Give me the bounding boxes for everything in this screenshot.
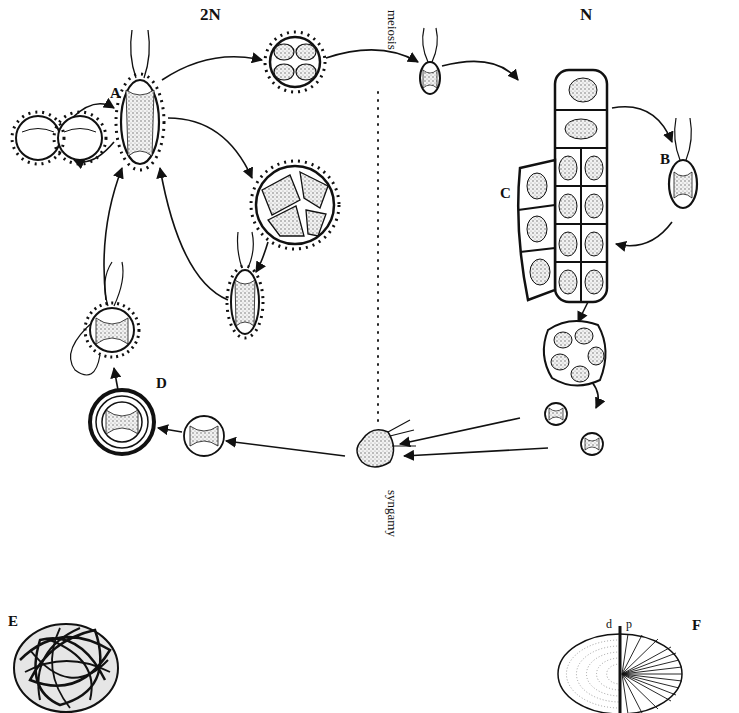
gametangium <box>544 321 606 386</box>
meiospore <box>420 28 440 94</box>
callout-letter: D <box>156 376 167 391</box>
sporangium <box>265 32 325 92</box>
cell-cluster <box>251 161 339 249</box>
fusing-gametes <box>357 420 416 467</box>
process-label: syngamy <box>386 490 399 537</box>
germinating-zygote <box>71 262 140 375</box>
zygospore <box>90 390 154 454</box>
gametes <box>545 403 603 455</box>
process-label: meiosis <box>386 10 399 50</box>
haploid-colony <box>518 70 607 302</box>
layer-label: p <box>626 618 632 630</box>
zygote-wall-detail <box>14 624 118 712</box>
diploid-flagellate <box>116 30 164 170</box>
callout-letter: F <box>692 618 701 633</box>
callout-letter: A <box>110 86 121 101</box>
released-flagellate <box>227 232 263 338</box>
ploidy-label: 2N <box>200 6 221 23</box>
dividing-cell <box>12 112 106 164</box>
ploidy-divider <box>377 92 379 425</box>
cycle-arrows <box>72 50 672 456</box>
callout-letter: E <box>8 614 18 629</box>
callout-letter: C <box>500 186 511 201</box>
ploidy-label: N <box>580 6 592 23</box>
callout-letter: B <box>660 152 670 167</box>
layer-label: d <box>606 618 612 630</box>
wall-section-detail <box>558 626 682 713</box>
young-zygote <box>184 416 224 456</box>
haploid-flagellate <box>669 118 697 208</box>
